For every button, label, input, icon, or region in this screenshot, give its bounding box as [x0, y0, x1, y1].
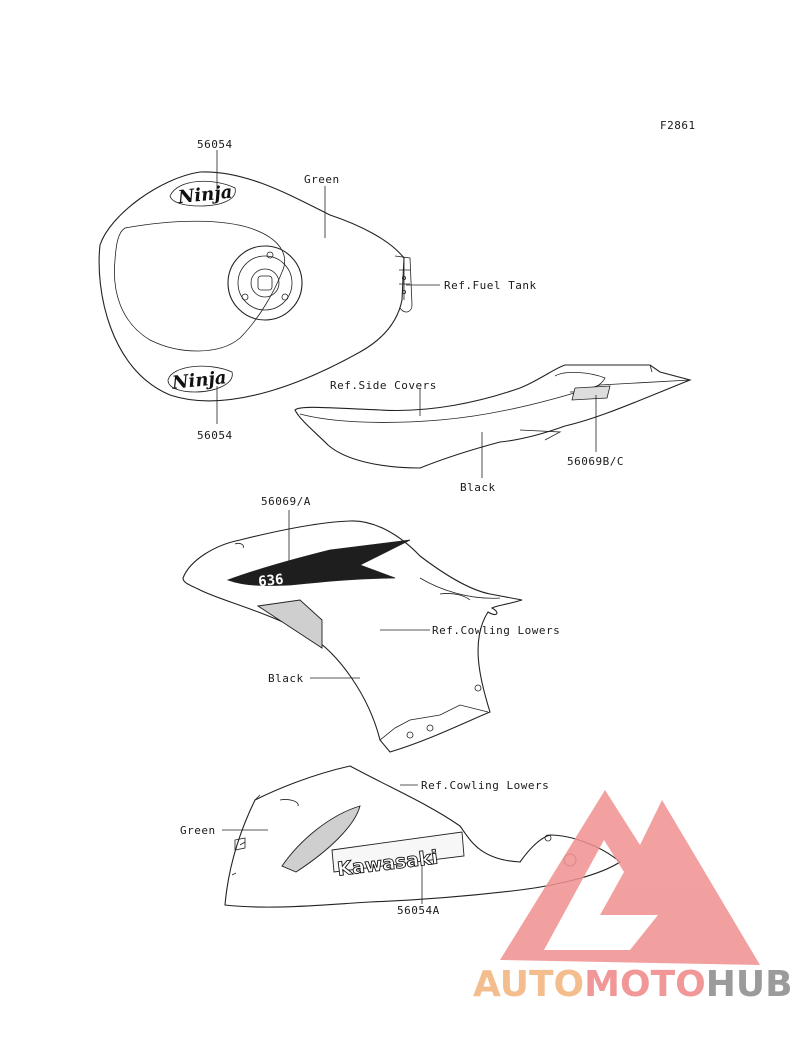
- side-cover-drawing: [294, 364, 692, 469]
- part-number-lower-cowl: 56054A: [397, 904, 440, 917]
- lower-cowl-vent: [281, 805, 361, 873]
- watermark-triangle-icon: [500, 790, 760, 965]
- fuel-tank-drawing: [98, 171, 413, 402]
- ref-side-covers-label: Ref.Side Covers: [330, 379, 437, 392]
- upper-cowl-color-label: Black: [268, 672, 304, 685]
- lower-cowl-drawing: [224, 765, 621, 908]
- tank-color-label: Green: [304, 173, 340, 186]
- side-cover-decal: [571, 385, 611, 401]
- automotohub-watermark: AUTOMOTOHUB: [473, 790, 793, 1005]
- 636-decal: 636: [226, 539, 411, 591]
- svg-text:636: 636: [257, 572, 284, 591]
- svg-text:Ninja: Ninja: [170, 367, 227, 394]
- part-number-tank-top: 56054: [197, 138, 233, 151]
- svg-text:Ninja: Ninja: [176, 182, 233, 209]
- cowl-vent: [256, 599, 323, 649]
- figure-id: F2861: [660, 119, 696, 132]
- part-number-upper-cowl: 56069/A: [261, 495, 311, 508]
- kawasaki-decal: Kawasaki: [331, 831, 465, 881]
- ref-cowling-lowers-label-1: Ref.Cowling Lowers: [432, 624, 560, 637]
- ref-fuel-tank-label: Ref.Fuel Tank: [444, 279, 537, 292]
- side-cover-color-label: Black: [460, 481, 496, 494]
- lower-cowl-color-label: Green: [180, 824, 216, 837]
- watermark-text: AUTOMOTOHUB: [473, 964, 793, 1005]
- part-number-tank-bottom: 56054: [197, 429, 233, 442]
- ninja-decal-top: Ninja: [169, 180, 236, 209]
- ninja-decal-bottom: Ninja: [167, 365, 233, 394]
- part-number-side-cover: 56069B/C: [567, 455, 624, 468]
- ref-cowling-lowers-label-2: Ref.Cowling Lowers: [421, 779, 549, 792]
